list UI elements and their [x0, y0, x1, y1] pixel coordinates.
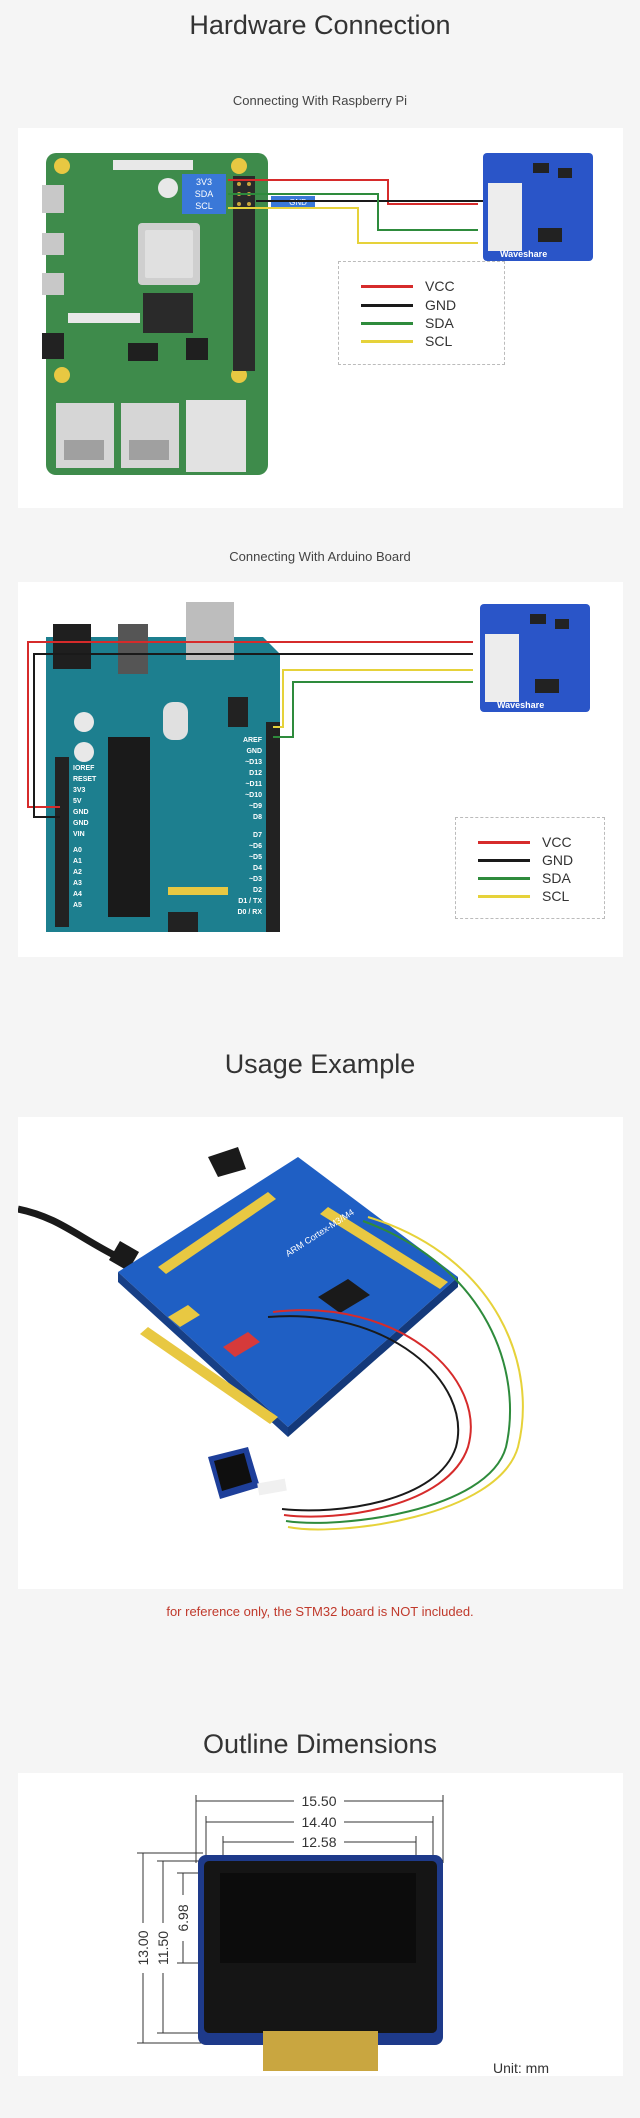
arduino-diagram: IOREF RESET 3V3 5V GND GND VIN A0 A1 A2 …	[27, 602, 590, 932]
svg-text:~D10: ~D10	[245, 792, 262, 799]
usage-photo: ARM Cortex-M3/M4	[17, 1147, 524, 1531]
svg-text:A3: A3	[73, 880, 82, 887]
svg-text:A2: A2	[73, 869, 82, 876]
dim-height-outer: 13.00	[135, 1930, 151, 1965]
svg-text:D12: D12	[249, 770, 262, 777]
unit-label: Unit: mm	[493, 2060, 549, 2076]
svg-text:D0 / RX: D0 / RX	[237, 909, 262, 916]
pin-label-gnd: GND	[289, 198, 307, 207]
svg-text:A0: A0	[73, 847, 82, 854]
rpi-caption: Connecting With Raspberry Pi	[232, 93, 408, 108]
reference-note: for reference only, the STM32 board is N…	[166, 1604, 474, 1619]
svg-text:GND: GND	[73, 820, 89, 827]
svg-text:D1 / TX: D1 / TX	[238, 898, 262, 905]
svg-text:~D3: ~D3	[249, 876, 262, 883]
svg-text:3V3: 3V3	[73, 787, 86, 794]
arduino-diagram-panel: IOREF RESET 3V3 5V GND GND VIN A0 A1 A2 …	[18, 582, 623, 957]
dim-height-glass: 11.50	[155, 1931, 171, 1965]
svg-text:~D9: ~D9	[249, 803, 262, 810]
pin-label-sda: SDA	[195, 189, 214, 199]
svg-text:A5: A5	[73, 902, 82, 909]
module-brand: Waveshare	[500, 249, 547, 259]
svg-text:A4: A4	[73, 891, 82, 898]
arduino-caption: Connecting With Arduino Board	[229, 549, 411, 564]
arduino-board	[46, 637, 280, 932]
svg-text:D2: D2	[253, 887, 262, 894]
usage-photo-panel: ARM Cortex-M3/M4	[17, 1117, 623, 1589]
svg-text:IOREF: IOREF	[73, 765, 95, 772]
svg-text:D4: D4	[253, 865, 262, 872]
dim-height-active: 6.98	[175, 1904, 191, 1931]
pin-label-3v3: 3V3	[196, 177, 212, 187]
svg-text:D7: D7	[253, 832, 262, 839]
svg-text:VIN: VIN	[73, 831, 85, 838]
usage-example-title: Usage Example	[224, 1049, 416, 1079]
arduino-right-pins: AREF GND ~D13 D12 ~D11 ~D10 ~D9 D8 D7 ~D…	[237, 737, 262, 916]
svg-text:A1: A1	[73, 858, 82, 865]
dim-width-active: 12.58	[301, 1834, 336, 1850]
svg-text:~D5: ~D5	[249, 854, 262, 861]
rpi-diagram: 3V3 SDA SCL GND Waveshare	[42, 153, 593, 475]
svg-text:AREF: AREF	[243, 737, 263, 744]
svg-text:GND: GND	[246, 748, 262, 755]
dim-width-glass: 14.40	[301, 1814, 336, 1830]
rpi-diagram-panel: 3V3 SDA SCL GND Waveshare VCC GND SDA SC…	[18, 128, 623, 508]
dimensions-panel: 15.50 14.40 12.58 13.00 11.50 6.98	[18, 1773, 623, 2076]
svg-text:D8: D8	[253, 814, 262, 821]
svg-text:GND: GND	[73, 809, 89, 816]
svg-text:5V: 5V	[73, 798, 82, 805]
svg-text:~D6: ~D6	[249, 843, 262, 850]
outline-dimensions-title: Outline Dimensions	[202, 1729, 438, 1759]
stm32-board	[118, 1157, 458, 1427]
module-brand-arduino: Waveshare	[497, 700, 544, 710]
dim-width-outer: 15.50	[301, 1793, 336, 1809]
rpi-wire-legend: VCC GND SDA SCL	[338, 261, 505, 365]
pin-label-scl: SCL	[195, 201, 213, 211]
arduino-left-pins: IOREF RESET 3V3 5V GND GND VIN A0 A1 A2 …	[73, 765, 97, 909]
svg-text:RESET: RESET	[73, 776, 97, 783]
svg-text:~D11: ~D11	[245, 781, 262, 788]
svg-text:~D13: ~D13	[245, 759, 262, 766]
arduino-wire-legend: VCC GND SDA SCL	[455, 817, 605, 919]
hardware-connection-title: Hardware Connection	[189, 10, 451, 40]
dimensions-diagram: 15.50 14.40 12.58 13.00 11.50 6.98	[135, 1793, 549, 2076]
